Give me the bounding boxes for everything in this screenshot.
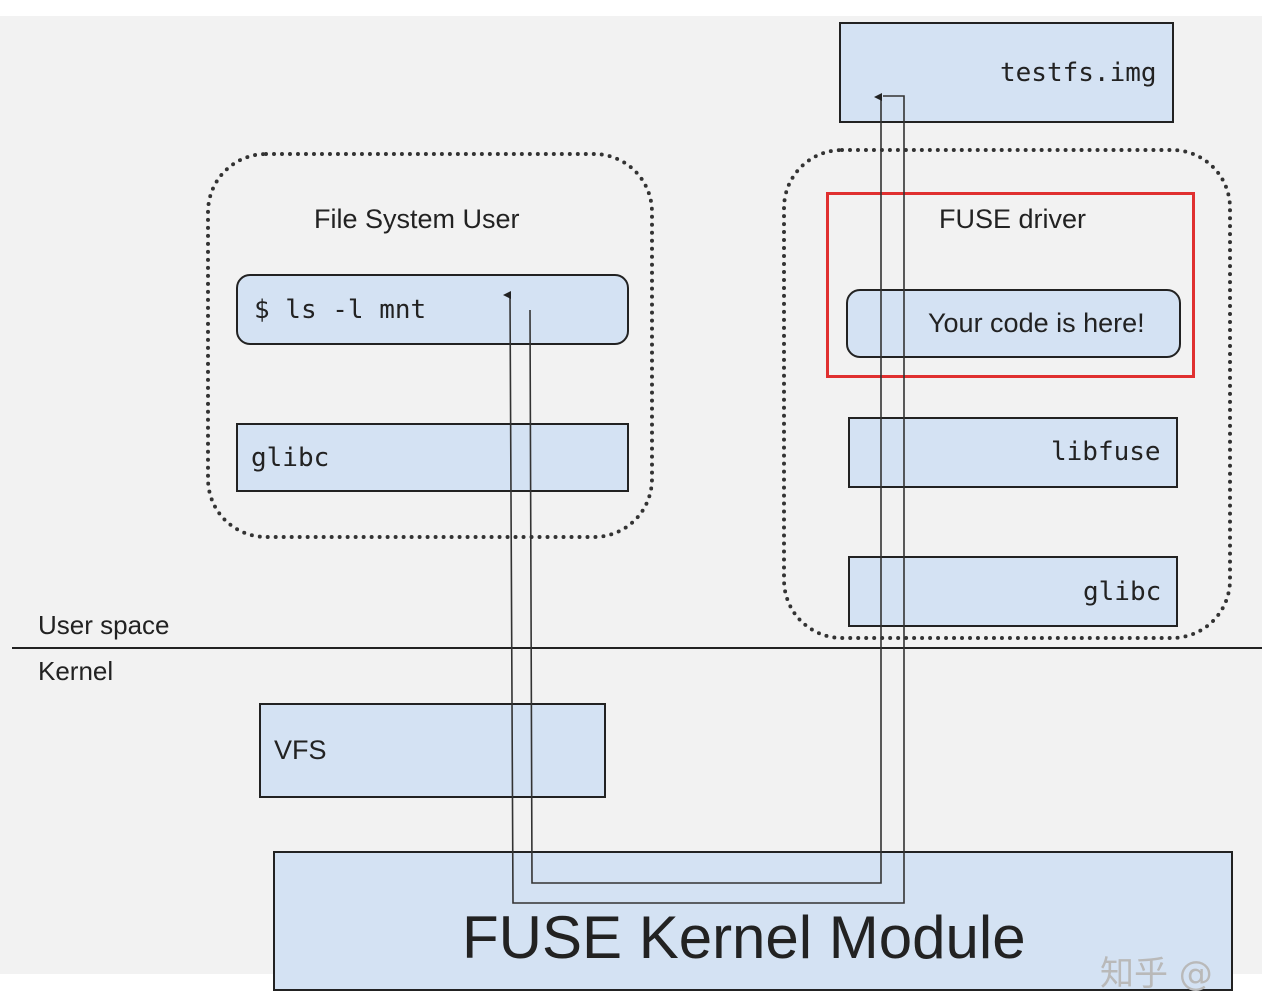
libfuse-box	[848, 417, 1178, 488]
fuse-architecture-diagram: File System User $ ls -l mnt glibc testf…	[0, 16, 1262, 994]
testfs-img-box	[839, 22, 1174, 123]
driver-glibc-text: glibc	[1083, 577, 1162, 607]
source-watermark: 知乎 @	[1100, 954, 1213, 994]
user-space-label: User space	[38, 610, 170, 640]
vfs-text: VFS	[274, 735, 327, 765]
file-system-user-title: File System User	[314, 204, 520, 234]
reply-flow-path	[503, 95, 905, 904]
vfs-box	[259, 703, 606, 798]
user-glibc-box	[236, 423, 629, 492]
request-flow-arrows	[503, 93, 905, 904]
fuse-driver-group	[782, 148, 1232, 640]
user-kernel-boundary-line	[12, 647, 1262, 649]
fuse-kernel-module-text: FUSE Kernel Module	[462, 904, 1026, 971]
fuse-driver-title: FUSE driver	[939, 204, 1087, 234]
fuse-driver-highlight	[826, 192, 1195, 378]
user-glibc-text: glibc	[251, 443, 330, 473]
testfs-img-text: testfs.img	[1000, 58, 1157, 88]
your-code-box	[846, 289, 1181, 358]
ls-command-box	[236, 274, 629, 345]
request-flow-path	[529, 93, 882, 884]
file-system-user-group	[206, 152, 654, 539]
ls-command-text: $ ls -l mnt	[254, 295, 427, 325]
libfuse-text: libfuse	[1051, 437, 1161, 467]
kernel-label: Kernel	[38, 656, 114, 686]
your-code-text: Your code is here!	[928, 308, 1145, 338]
driver-glibc-box	[848, 556, 1178, 627]
